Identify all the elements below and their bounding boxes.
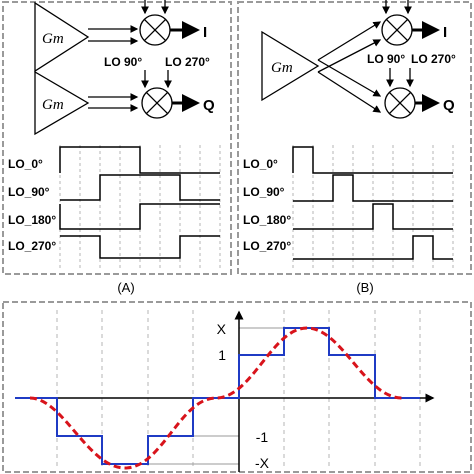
mixer-cross-circle-icon [139, 14, 171, 46]
panel-a-caption: (A) [117, 280, 134, 295]
panel-a-waveform-0 [59, 146, 220, 174]
panel-b-wave-label-90: LO_90° [243, 185, 285, 199]
mixer-cross-circle-icon [141, 87, 173, 119]
panel-b-frame [237, 1, 472, 275]
panel-b-waveform-270 [293, 235, 453, 260]
panel-b-wave-label-0: LO_0° [243, 157, 278, 171]
panel-b-caption: (B) [356, 280, 373, 295]
amplifier-triangle-icon [34, 1, 90, 73]
panel-b-lo-label-90: LO 90° [367, 52, 405, 66]
panel-b-waveform-0 [292, 146, 453, 174]
panel-a-frame [2, 1, 232, 275]
panel-a-waveform-90 [60, 174, 220, 201]
panel-c: X 1 -1 -X [15, 310, 435, 472]
panel-b-waveform-180 [293, 203, 453, 230]
panel-a-waveform-180 [59, 203, 220, 230]
panel-a: Gm I LO 90° LO 270° Gm Q [8, 0, 221, 270]
panel-c-y-label-x: X [217, 321, 227, 337]
panel-b-waveform-90 [293, 174, 453, 202]
mixer-cross-circle-icon [381, 14, 413, 46]
panel-c-y-label-negx: -X [255, 455, 270, 471]
panel-b-output-i: I [443, 24, 447, 41]
panel-a-wave-label-0: LO_0° [8, 157, 43, 171]
panel-c-staircase [15, 327, 420, 465]
panel-c-sine [29, 326, 403, 470]
panel-c-y-label-neg1: -1 [256, 429, 269, 445]
panel-a-lo-label-270: LO 270° [165, 55, 210, 69]
panel-b: Gm I LO 90° LO 270° Q [243, 0, 456, 270]
panel-c-frame [2, 301, 472, 473]
panel-c-y-label-1: 1 [218, 347, 226, 363]
panel-a-amp-label-bottom: Gm [42, 97, 64, 113]
panel-b-amp-label: Gm [271, 60, 293, 76]
panel-a-amp-label-top: Gm [42, 31, 64, 47]
amplifier-triangle-icon [261, 30, 320, 102]
panel-b-output-q: Q [443, 97, 455, 114]
panel-b-wave-label-270: LO_270° [243, 239, 291, 253]
panel-b-lo-label-270: LO 270° [411, 52, 456, 66]
panel-b-wave-label-180: LO_180° [243, 213, 291, 227]
panel-a-wave-label-90: LO_90° [8, 185, 50, 199]
panel-a-wave-label-180: LO_180° [8, 213, 56, 227]
mixer-cross-circle-icon [384, 87, 416, 119]
amplifier-triangle-icon [34, 70, 90, 136]
panel-a-wave-label-270: LO_270° [8, 239, 56, 253]
panel-a-waveform-270 [60, 235, 220, 259]
panel-a-output-i: I [203, 24, 207, 41]
panel-a-lo-label-90: LO 90° [104, 55, 142, 69]
panel-a-output-q: Q [203, 97, 215, 114]
